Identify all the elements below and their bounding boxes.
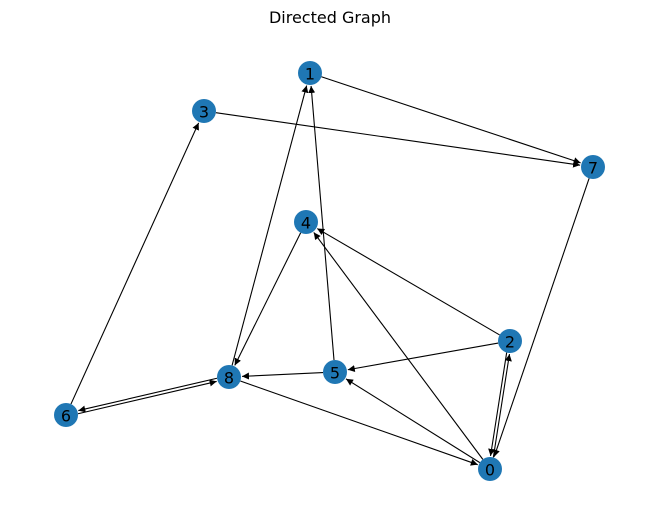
node-label: 8 xyxy=(224,369,234,388)
edge-6-to-3 xyxy=(70,122,200,405)
node-circle xyxy=(54,403,78,427)
node-circle xyxy=(323,360,347,384)
node-circle xyxy=(478,457,502,481)
node-label: 4 xyxy=(301,214,311,233)
edge-8-to-0 xyxy=(240,380,478,466)
edge-5-to-1 xyxy=(308,85,335,361)
node-label: 3 xyxy=(199,103,209,122)
edge-8-to-1 xyxy=(231,85,309,366)
edges-layer xyxy=(70,76,590,466)
node-label: 2 xyxy=(505,333,515,352)
node-label: 1 xyxy=(305,65,315,84)
node-3: 3 xyxy=(192,99,216,123)
node-circle xyxy=(298,61,322,85)
node-8: 8 xyxy=(217,365,241,389)
edge-4-to-8 xyxy=(234,232,302,366)
node-4: 4 xyxy=(294,210,318,234)
edge-0-to-2 xyxy=(492,353,512,458)
edge-2-to-4 xyxy=(316,228,500,336)
node-label: 7 xyxy=(588,159,598,178)
edge-2-to-0 xyxy=(488,352,508,457)
edge-2-to-5 xyxy=(347,342,499,372)
edge-6-to-8 xyxy=(77,379,217,415)
node-6: 6 xyxy=(54,403,78,427)
node-label: 6 xyxy=(61,407,71,426)
node-7: 7 xyxy=(581,155,605,179)
node-label: 0 xyxy=(485,461,495,480)
edge-7-to-0 xyxy=(493,178,590,457)
node-circle xyxy=(581,155,605,179)
edge-3-to-7 xyxy=(215,112,581,168)
node-5: 5 xyxy=(323,360,347,384)
edge-0-to-4 xyxy=(313,232,484,460)
edge-1-to-7 xyxy=(321,76,581,165)
edge-8-to-6 xyxy=(78,377,218,413)
nodes-layer: 0 1 2 3 4 5 6 7 8 xyxy=(54,61,605,481)
node-1: 1 xyxy=(298,61,322,85)
node-2: 2 xyxy=(498,329,522,353)
node-circle xyxy=(294,210,318,234)
node-0: 0 xyxy=(478,457,502,481)
node-circle xyxy=(498,329,522,353)
graph-title: Directed Graph xyxy=(268,8,392,27)
edge-0-to-5 xyxy=(345,378,481,464)
node-circle xyxy=(192,99,216,123)
edge-5-to-8 xyxy=(241,372,324,380)
node-circle xyxy=(217,365,241,389)
node-label: 5 xyxy=(330,364,340,383)
